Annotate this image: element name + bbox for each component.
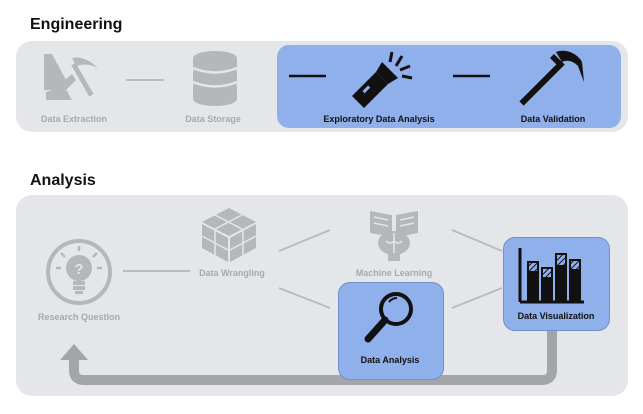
- database-icon: [192, 51, 238, 106]
- step-label-data-extraction: Data Extraction: [40, 114, 108, 124]
- step-label-data-analysis: Data Analysis: [360, 355, 420, 365]
- lightbulb-question-icon: ?: [46, 239, 112, 305]
- cube-icon: [201, 208, 257, 262]
- step-label-data-storage: Data Storage: [185, 114, 241, 124]
- magnifier-icon: [364, 292, 413, 343]
- data-analysis-card: [338, 282, 444, 380]
- step-label-data-visualization: Data Visualization: [517, 311, 595, 321]
- step-label-research-question: Research Question: [37, 312, 121, 322]
- step-label-eda: Exploratory Data Analysis: [323, 114, 435, 124]
- flashlight-icon: [352, 51, 413, 108]
- connector-ml-visualization: [451, 229, 503, 252]
- connector-wrangling-ml: [278, 229, 331, 252]
- loop-arrowhead: [60, 344, 88, 360]
- hammer-icon: [519, 50, 584, 106]
- analysis-title: Analysis: [30, 172, 96, 189]
- bar-chart-icon: [518, 248, 584, 304]
- connector-wrangling-analysis: [278, 287, 331, 309]
- loop-arrow: [69, 330, 557, 385]
- brain-book-icon: [370, 211, 418, 261]
- svg-text:?: ?: [74, 261, 83, 278]
- step-label-data-wrangling: Data Wrangling: [199, 268, 265, 278]
- step-label-machine-learning: Machine Learning: [355, 268, 433, 278]
- connector-analysis-visualization: [451, 287, 503, 309]
- pickaxe-icon: [44, 54, 98, 100]
- engineering-title: Engineering: [30, 16, 123, 33]
- step-label-data-validation: Data Validation: [520, 114, 586, 124]
